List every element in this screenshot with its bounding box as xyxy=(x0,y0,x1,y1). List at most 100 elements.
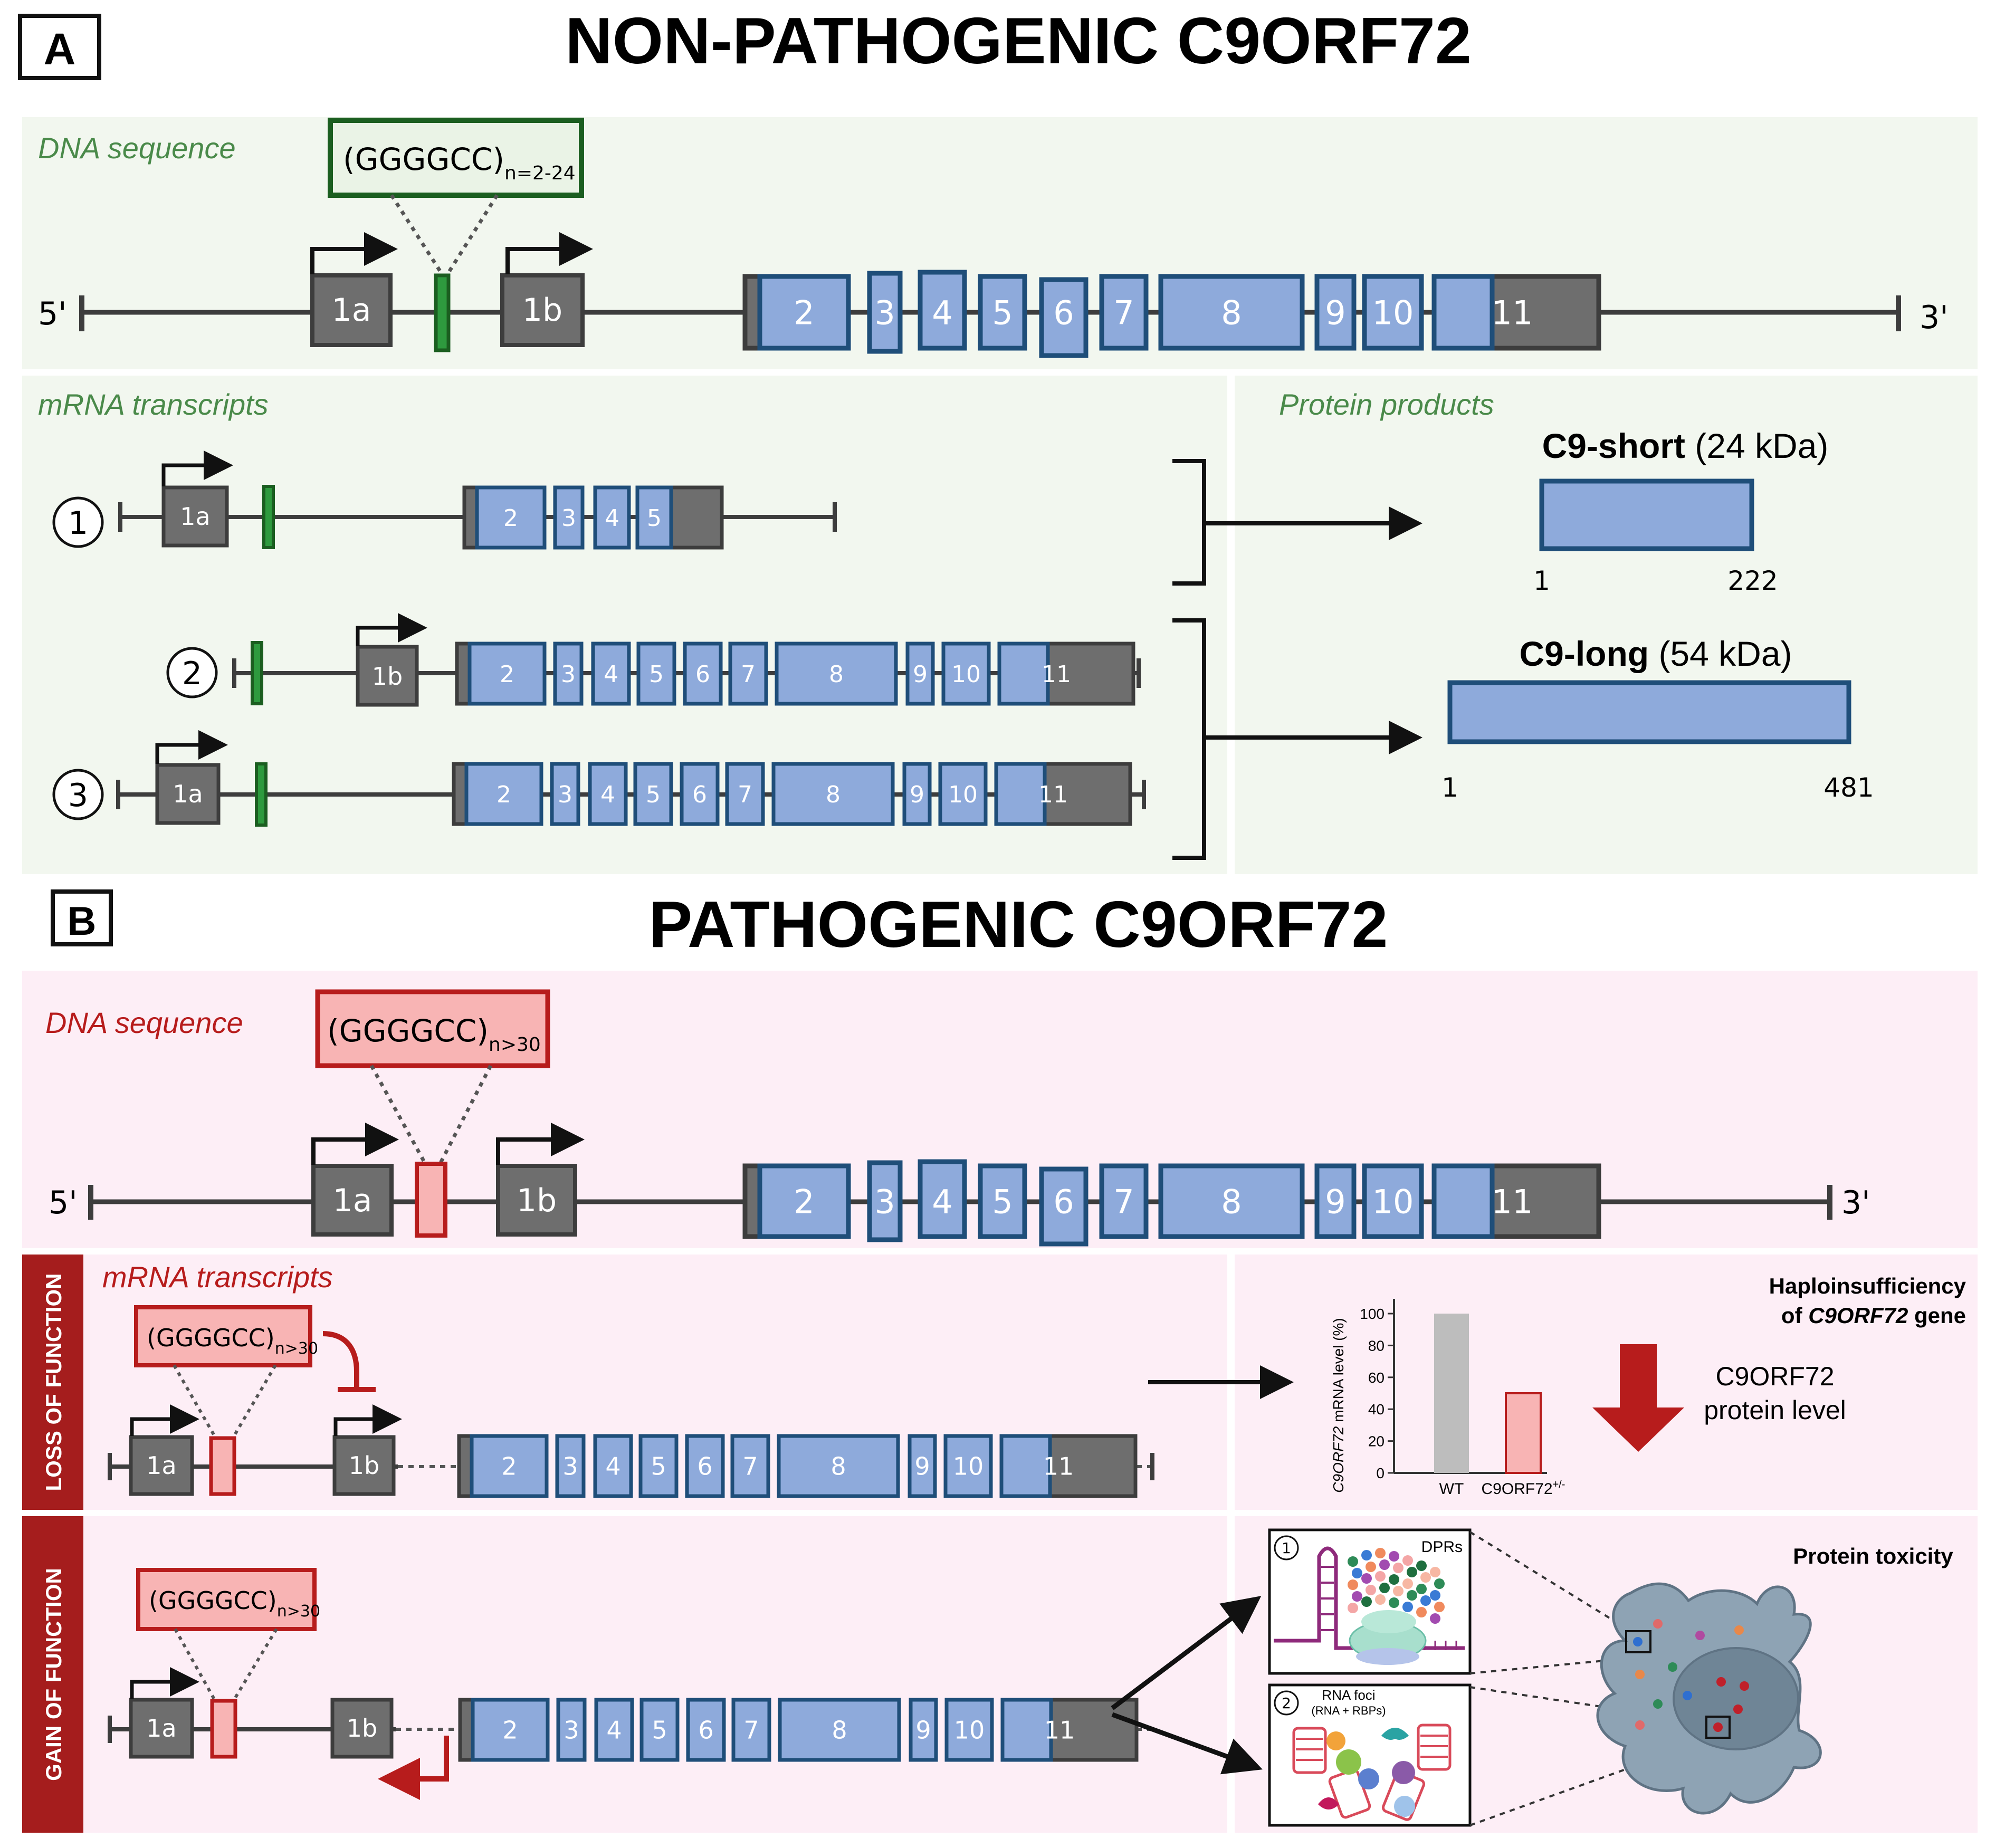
gof-repeat-callout-text: (GGGGCC)n>30 xyxy=(149,1586,320,1621)
b-repeat-base: (GGGGCC) xyxy=(327,1013,489,1049)
lof-exon-7-box xyxy=(730,1434,770,1498)
dpr-bead xyxy=(1366,1585,1376,1595)
haploinsufficiency-line1: Haploinsufficiency xyxy=(1769,1274,1966,1298)
b-repeat-callout-box xyxy=(315,989,550,1068)
gene-a-exon-4-box xyxy=(918,270,967,351)
t2-exon-2-label: 2 xyxy=(500,661,514,688)
gof-exon-2-box xyxy=(471,1698,550,1762)
chart-bars xyxy=(1434,1314,1542,1474)
inhibition-arc xyxy=(322,1331,359,1389)
gof-repeat-base: (GGGGCC) xyxy=(149,1586,277,1615)
gof-exon-11-box xyxy=(1000,1698,1053,1762)
gof-exon-6-box xyxy=(686,1698,726,1762)
lof-callout-dashed-right xyxy=(231,1364,277,1440)
b-exon-1b-label: 1b xyxy=(517,1182,557,1219)
dpr-bead xyxy=(1379,1583,1390,1593)
c9-long-end: 481 xyxy=(1823,772,1874,803)
t1-exon-1a-box xyxy=(161,485,229,548)
b-mrna-transcripts-label: mRNA transcripts xyxy=(102,1260,333,1294)
rna-foci-illustration xyxy=(1292,1723,1452,1821)
dpr-label: DPRs xyxy=(1421,1538,1463,1556)
lof-repeat-subscript: n>30 xyxy=(275,1339,318,1358)
gene-a-exon-5-label: 5 xyxy=(992,293,1013,332)
c9-short-start: 1 xyxy=(1533,566,1550,596)
gene-a-exon-8-label: 8 xyxy=(1221,293,1242,332)
dpr-bead xyxy=(1434,1602,1445,1612)
t2-exon-11-box xyxy=(997,641,1050,706)
b-repeat-callout-text: (GGGGCC)n>30 xyxy=(327,1013,541,1056)
repeat-subscript: n=2-24 xyxy=(504,162,576,184)
gene-a-exon-8-box xyxy=(1158,274,1305,351)
b-five-prime-label: 5' xyxy=(49,1184,78,1221)
gene-a-exon-11-box xyxy=(1431,274,1495,351)
aggregate-dot xyxy=(1653,1619,1663,1629)
gof-exon-1a-label: 1a xyxy=(146,1714,176,1742)
t1-exon-4-label: 4 xyxy=(605,505,619,532)
protein-products-region xyxy=(1235,376,1978,874)
ribosome-base xyxy=(1356,1648,1419,1665)
t2-exon-1b-box xyxy=(356,645,419,707)
gof-exon-9-label: 9 xyxy=(915,1716,931,1745)
gof-exon-4-box xyxy=(594,1698,634,1762)
t2-exon-10-box xyxy=(941,641,991,706)
c9-short-mass: (24 kDa) xyxy=(1685,426,1828,465)
hairpin-rungs xyxy=(1321,1566,1334,1631)
gof-callout-dashed-left xyxy=(174,1628,218,1704)
t1-exon-1a-label: 1a xyxy=(180,502,210,531)
zoom-box-foci xyxy=(1705,1716,1731,1739)
t2-exon-4-box xyxy=(591,641,631,706)
aggregate-dot xyxy=(1635,1720,1645,1730)
t2-exon-8-box xyxy=(775,641,898,706)
gene-b-exon-9-label: 9 xyxy=(1325,1182,1345,1221)
gene-b-exon-3-label: 3 xyxy=(874,1182,895,1221)
gof-exon-10-label: 10 xyxy=(954,1716,985,1745)
chart-ylabel-gene: C9ORF72 xyxy=(1330,1426,1347,1492)
gene-a-exon-4-label: 4 xyxy=(932,293,952,332)
protein-products-label: Protein products xyxy=(1279,388,1494,421)
dpr-bead xyxy=(1430,1613,1440,1624)
c9-short-name: C9-short xyxy=(1542,426,1685,465)
gof-repeat-marker xyxy=(210,1699,237,1759)
lof-exon-3-box xyxy=(555,1434,586,1498)
dpr-bead xyxy=(1416,1607,1427,1617)
gof-exon-1a-box xyxy=(129,1698,194,1759)
t2-exon-5-label: 5 xyxy=(649,661,664,688)
c9-short-end: 222 xyxy=(1727,566,1778,596)
gof-exon-4-label: 4 xyxy=(606,1716,622,1745)
exon-1b-label: 1b xyxy=(522,292,562,329)
aggregate-dot xyxy=(1683,1691,1692,1700)
t1-exon-4-box xyxy=(593,485,631,550)
antisense-arrow xyxy=(378,1736,449,1800)
haploinsufficiency-region xyxy=(1235,1255,1978,1510)
t2-repeat-marker xyxy=(251,641,263,705)
rna-foci-inset: 2 RNA foci (RNA + RBPs) xyxy=(1268,1683,1472,1827)
haplo-gene: C9ORF72 xyxy=(1808,1303,1908,1328)
t1-tss-arrow xyxy=(161,451,233,486)
protein-level-line1: C9ORF72 xyxy=(1715,1362,1834,1391)
lof-repeat-base: (GGGGCC) xyxy=(147,1324,275,1352)
rna-foci-sublabel: (RNA + RBPs) xyxy=(1311,1704,1386,1717)
dpr-bead xyxy=(1348,1603,1358,1613)
panel-b: B PATHOGENIC C9ORF72 DNA sequence (GGGGC… xyxy=(22,888,1978,1833)
protein-level-line2: protein level xyxy=(1704,1395,1846,1425)
b-expanded-repeat-marker xyxy=(415,1162,447,1238)
gene-b-exon-10-label: 10 xyxy=(1372,1182,1414,1221)
chart-ytick-label-0: 0 xyxy=(1376,1465,1385,1481)
b-exon-1a-box xyxy=(311,1164,394,1237)
gene-a-exon-9-box xyxy=(1314,274,1357,351)
t1-exon-5-box xyxy=(635,485,673,550)
t3-exon-4-box xyxy=(588,762,628,826)
t2-tss-arrow xyxy=(356,613,427,646)
gene-b-exon-11-label: 11 xyxy=(1492,1182,1533,1221)
t2-exon-9-label: 9 xyxy=(913,661,928,688)
bracket-short xyxy=(1172,459,1206,586)
t3-exon-10-box xyxy=(938,762,988,826)
gene-a-exon-2-label: 2 xyxy=(794,293,814,332)
c9-long-start: 1 xyxy=(1441,772,1458,803)
dpr-bead xyxy=(1366,1562,1376,1572)
lof-exon-8-label: 8 xyxy=(830,1452,846,1481)
repeat-callout-box xyxy=(328,118,584,198)
t3-exon-1a-box xyxy=(155,763,221,825)
t2-exon-6-box xyxy=(683,641,723,706)
